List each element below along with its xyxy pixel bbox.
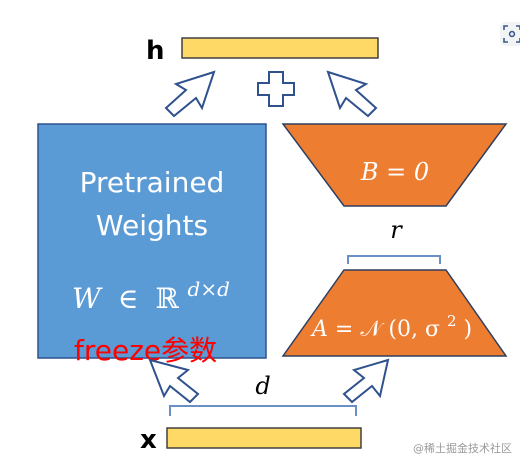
output-label: h — [146, 36, 165, 66]
formula-real: ℝ — [155, 282, 179, 315]
arrow-input-right-icon — [342, 358, 390, 404]
matrix-a-lhs: A = — [310, 317, 360, 342]
input-label: x — [140, 425, 157, 455]
dim-bracket — [169, 405, 357, 416]
matrix-a-close: ) — [464, 317, 473, 342]
matrix-a-label: A = 𝒩 (0, σ 2 ) — [310, 307, 472, 342]
matrix-a-trapezoid — [281, 269, 508, 357]
matrix-a-args: (0, σ — [388, 317, 440, 342]
input-bar — [166, 427, 362, 449]
matrix-a-n: 𝒩 — [360, 317, 384, 342]
dim-label: d — [255, 372, 270, 400]
pretrained-formula: W ∈ ℝ d×d — [72, 277, 230, 315]
formula-sup: d×d — [188, 277, 230, 301]
watermark: @稀土掘金技术社区 — [413, 441, 512, 455]
matrix-b-trapezoid — [281, 123, 508, 207]
arrow-left-up-icon — [164, 70, 216, 118]
rank-bracket — [347, 255, 441, 264]
formula-w: W — [72, 282, 103, 315]
pretrained-title-line1: Pretrained — [80, 166, 225, 199]
arrow-right-up-icon — [326, 70, 378, 118]
rank-label: r — [390, 216, 403, 244]
arrow-input-left-icon — [148, 358, 200, 404]
formula-in: ∈ — [118, 282, 139, 315]
matrix-a-sup: 2 — [447, 312, 457, 330]
freeze-note: freeze参数 — [74, 334, 217, 367]
pretrained-weights-block — [37, 123, 267, 359]
plus-icon — [257, 71, 295, 107]
output-bar — [181, 37, 379, 59]
scan-icon[interactable] — [500, 22, 520, 46]
pretrained-title-line2: Weights — [96, 209, 208, 242]
matrix-b-label: B = 0 — [360, 158, 429, 186]
